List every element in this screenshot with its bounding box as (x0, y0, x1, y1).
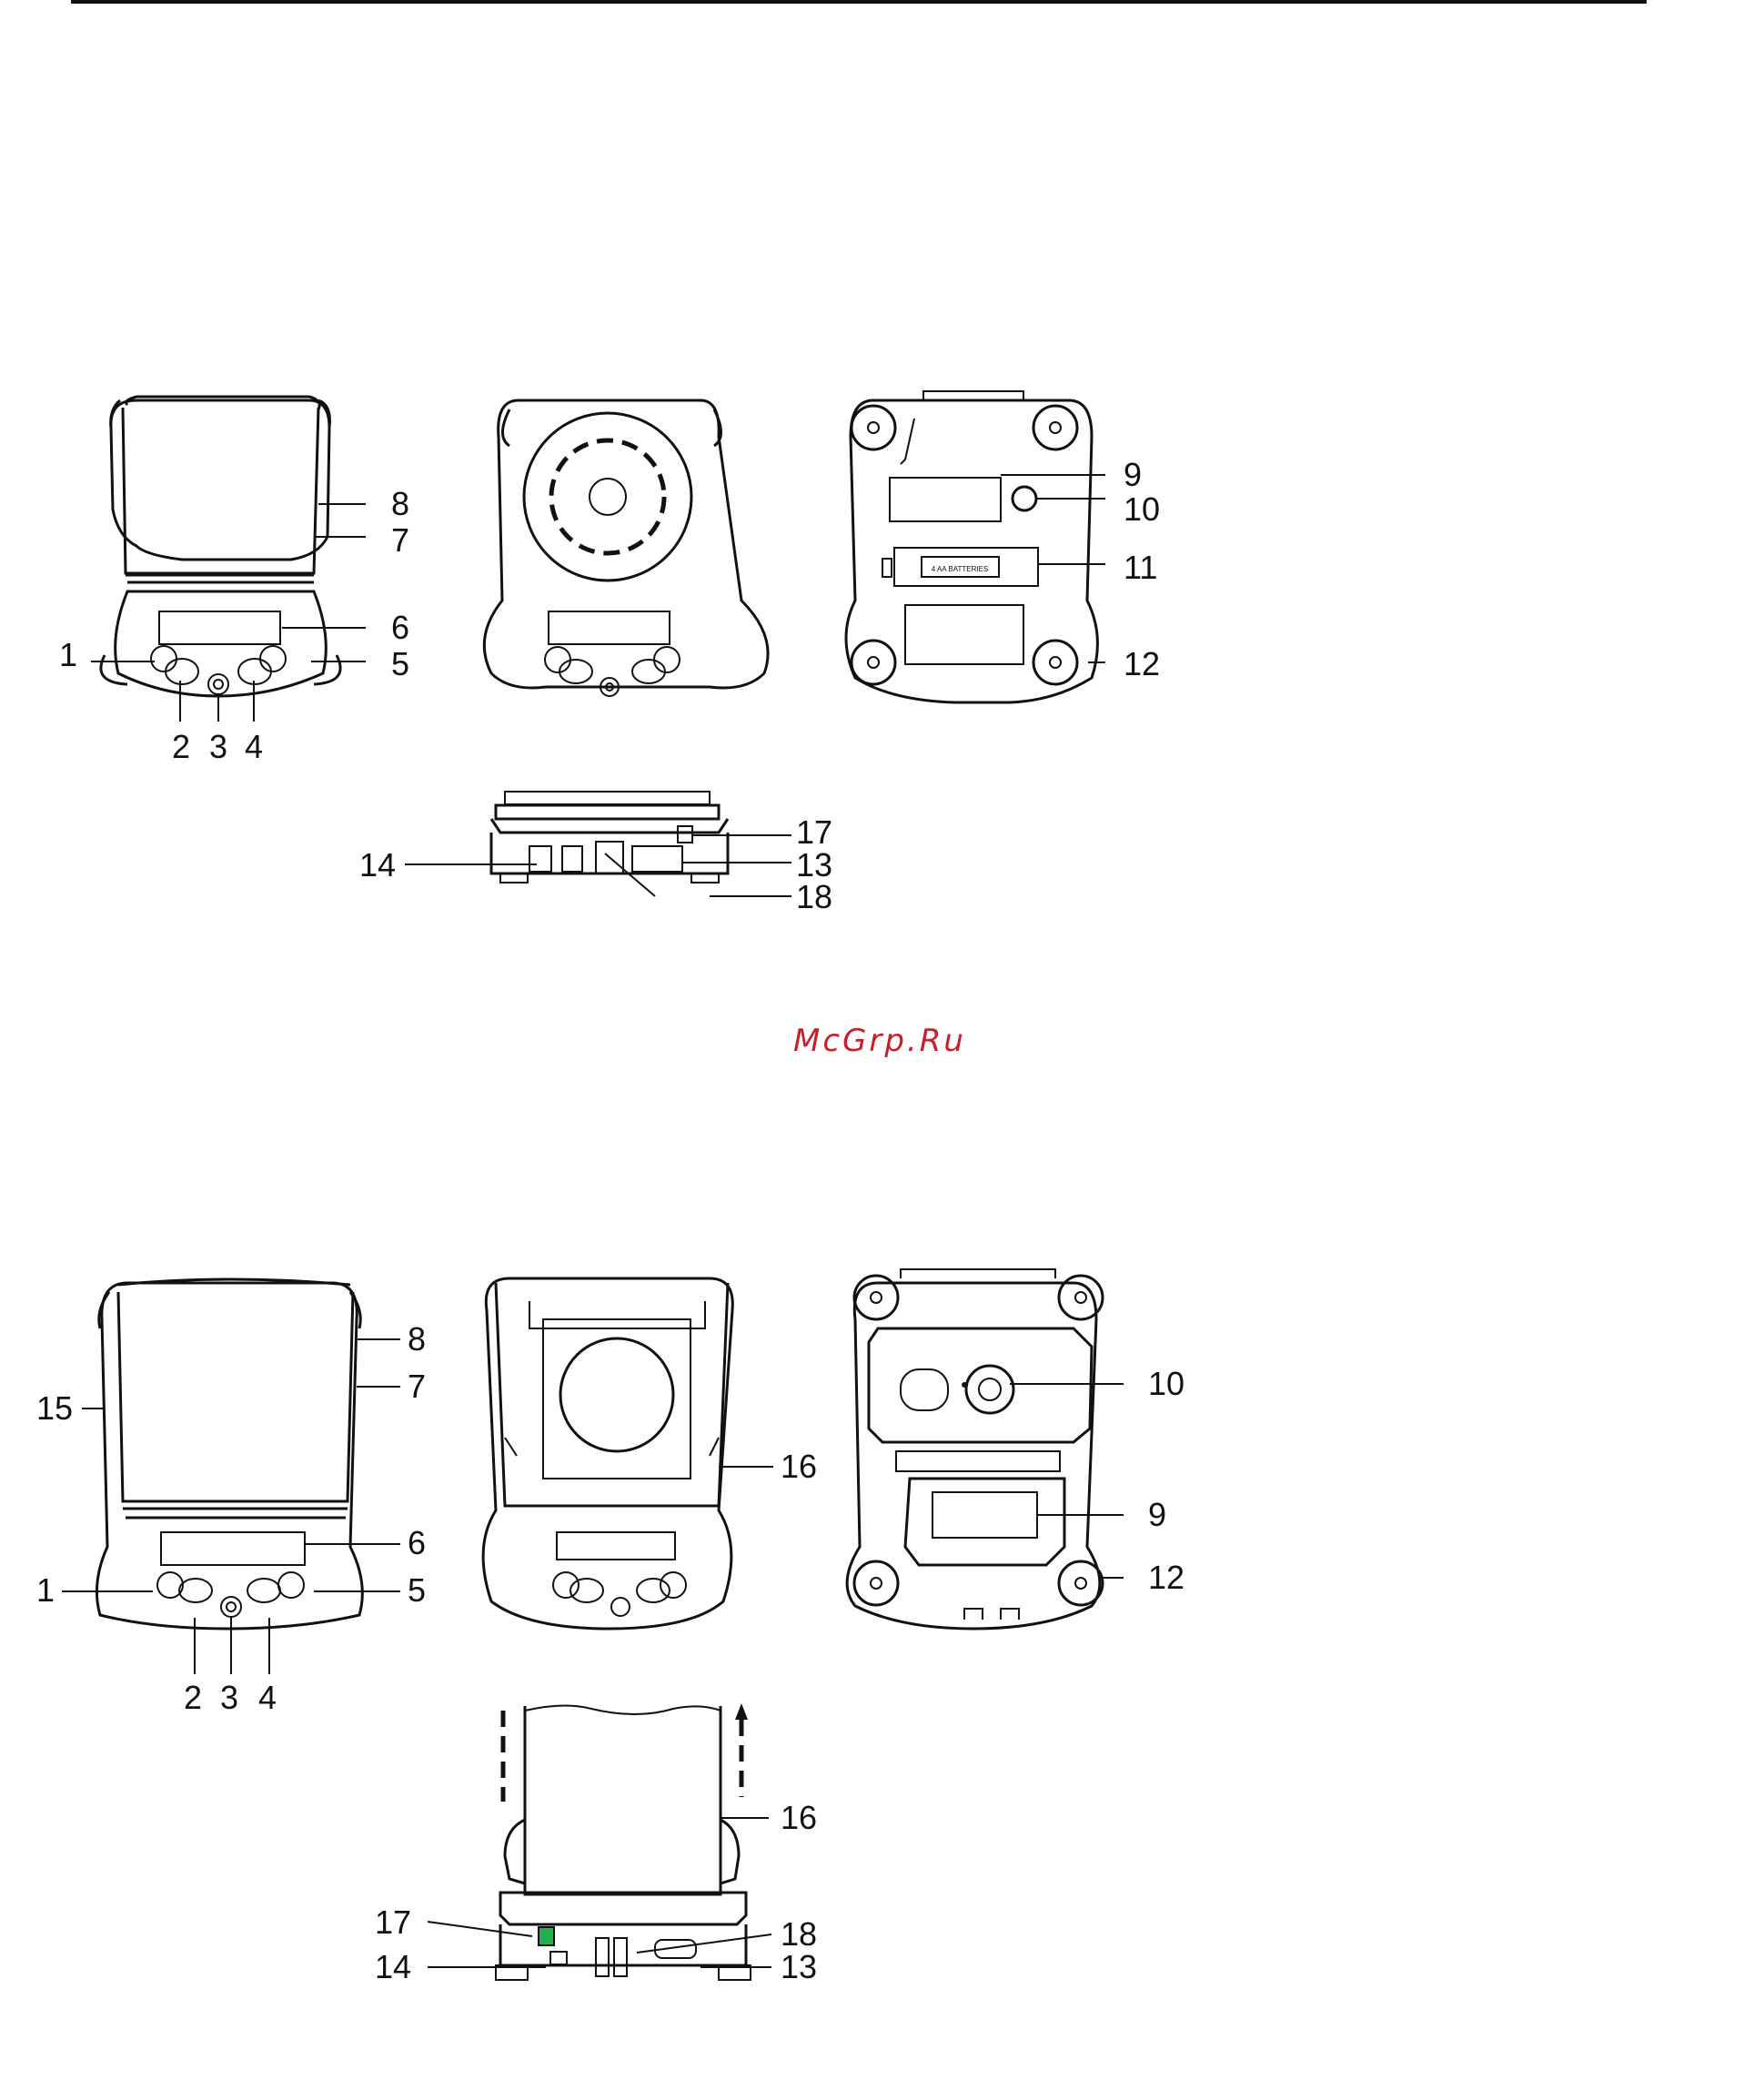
label-2: 2 (172, 728, 190, 765)
label-1: 1 (36, 1571, 55, 1609)
label-13: 13 (781, 1948, 817, 1985)
label-10: 10 (1148, 1365, 1184, 1402)
label-11: 11 (1124, 549, 1157, 586)
scale-bottom-view-2: 10 9 12 (847, 1269, 1184, 1629)
label-7: 7 (408, 1368, 426, 1405)
label-6: 6 (408, 1524, 426, 1561)
label-18: 18 (781, 1915, 817, 1953)
label-7: 7 (391, 521, 409, 559)
level-indicator (539, 1927, 554, 1945)
scale-top-view-1 (484, 400, 768, 696)
arrow-up-icon (735, 1703, 748, 1720)
scale-rear-view-1: 14 17 13 18 (359, 792, 832, 915)
label-14: 14 (359, 846, 396, 883)
label-3: 3 (220, 1679, 238, 1716)
label-12: 12 (1148, 1559, 1184, 1596)
label-5: 5 (408, 1571, 426, 1609)
label-12: 12 (1124, 645, 1160, 682)
scale-front-view-2: 1 2 3 4 5 6 7 8 15 (36, 1279, 426, 1716)
label-3: 3 (209, 728, 227, 765)
label-14: 14 (375, 1948, 411, 1985)
label-4: 4 (245, 728, 263, 765)
battery-text: 4 AA BATTERIES (932, 565, 989, 573)
label-1: 1 (59, 636, 77, 673)
label-9: 9 (1148, 1496, 1166, 1533)
label-5: 5 (391, 645, 409, 682)
watermark: McGrp.Ru (793, 1023, 966, 1059)
label-17: 17 (796, 813, 832, 851)
label-16: 16 (781, 1448, 817, 1485)
label-9: 9 (1124, 456, 1142, 493)
label-17: 17 (375, 1903, 411, 1941)
label-6: 6 (391, 609, 409, 646)
label-16: 16 (781, 1799, 817, 1836)
label-8: 8 (391, 485, 409, 522)
scale-top-view-2: 16 (483, 1278, 817, 1629)
scale-bottom-view-1: 4 AA BATTERIES 9 10 11 12 (846, 391, 1160, 702)
label-18: 18 (796, 878, 832, 915)
label-10: 10 (1124, 490, 1160, 528)
label-8: 8 (408, 1320, 426, 1358)
figure-1: 1 2 3 4 5 6 7 8 (59, 391, 1160, 915)
scale-front-view-1: 1 2 3 4 5 6 7 8 (59, 397, 409, 765)
label-2: 2 (184, 1679, 202, 1716)
label-15: 15 (36, 1389, 73, 1427)
label-4: 4 (258, 1679, 277, 1716)
scale-rear-view-2: 16 17 18 14 13 (375, 1703, 817, 1985)
figure-2: 1 2 3 4 5 6 7 8 15 16 (36, 1269, 1184, 1985)
